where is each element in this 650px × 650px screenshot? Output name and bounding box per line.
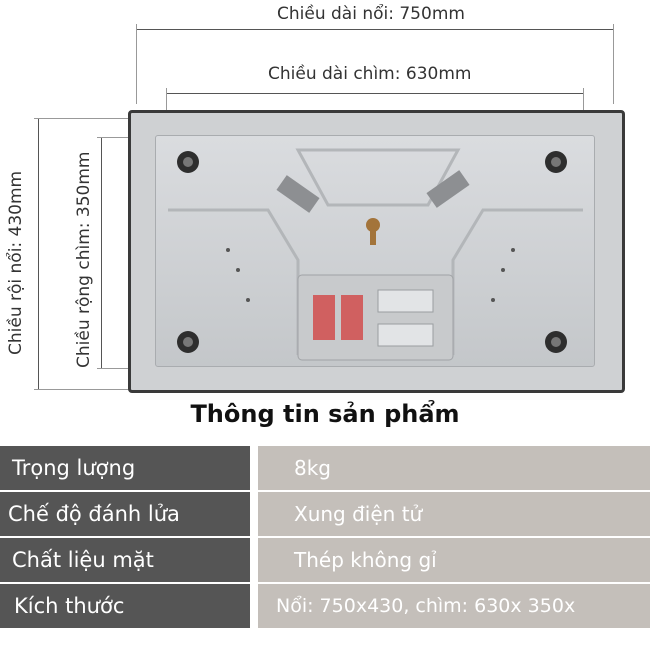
spec-label: Kích thước — [0, 584, 250, 628]
spec-row: Kích thước Nổi: 750x430, chìm: 630x 350x — [0, 584, 650, 628]
outer-width-tick-bottom — [34, 389, 130, 390]
spec-row: Chất liệu mặt Thép không gỉ — [0, 538, 650, 582]
spec-value: Nổi: 750x430, chìm: 630x 350x — [258, 584, 650, 628]
outer-width-label: Chiều rội nổi: 430mm — [6, 170, 26, 355]
spec-value: 8kg — [258, 446, 650, 490]
spec-label: Chất liệu mặt — [0, 538, 250, 582]
spec-label: Trọng lượng — [0, 446, 250, 490]
outer-length-line — [136, 29, 614, 30]
inner-width-tick-bottom — [97, 368, 157, 369]
outer-width-line — [38, 118, 39, 390]
inner-length-line — [166, 93, 584, 94]
spec-value: Xung điện tử — [258, 492, 650, 536]
inner-width-tick-top — [97, 137, 157, 138]
spec-row: Trọng lượng 8kg — [0, 446, 650, 490]
spec-value: Thép không gỉ — [258, 538, 650, 582]
product-underside-drawing — [168, 148, 583, 361]
spec-row: Chế độ đánh lửa Xung điện tử — [0, 492, 650, 536]
inner-width-line — [101, 137, 102, 369]
section-title: Thông tin sản phẩm — [190, 400, 460, 428]
inner-width-label: Chiều rộng chìm: 350mm — [74, 151, 94, 368]
outer-length-tick-right — [613, 24, 614, 104]
inner-length-label: Chiều dài chìm: 630mm — [268, 64, 472, 84]
outer-length-label: Chiều dài nổi: 750mm — [277, 4, 465, 24]
outer-width-tick-top — [34, 118, 130, 119]
outer-length-tick-left — [136, 24, 137, 104]
spec-label: Chế độ đánh lửa — [0, 492, 250, 536]
